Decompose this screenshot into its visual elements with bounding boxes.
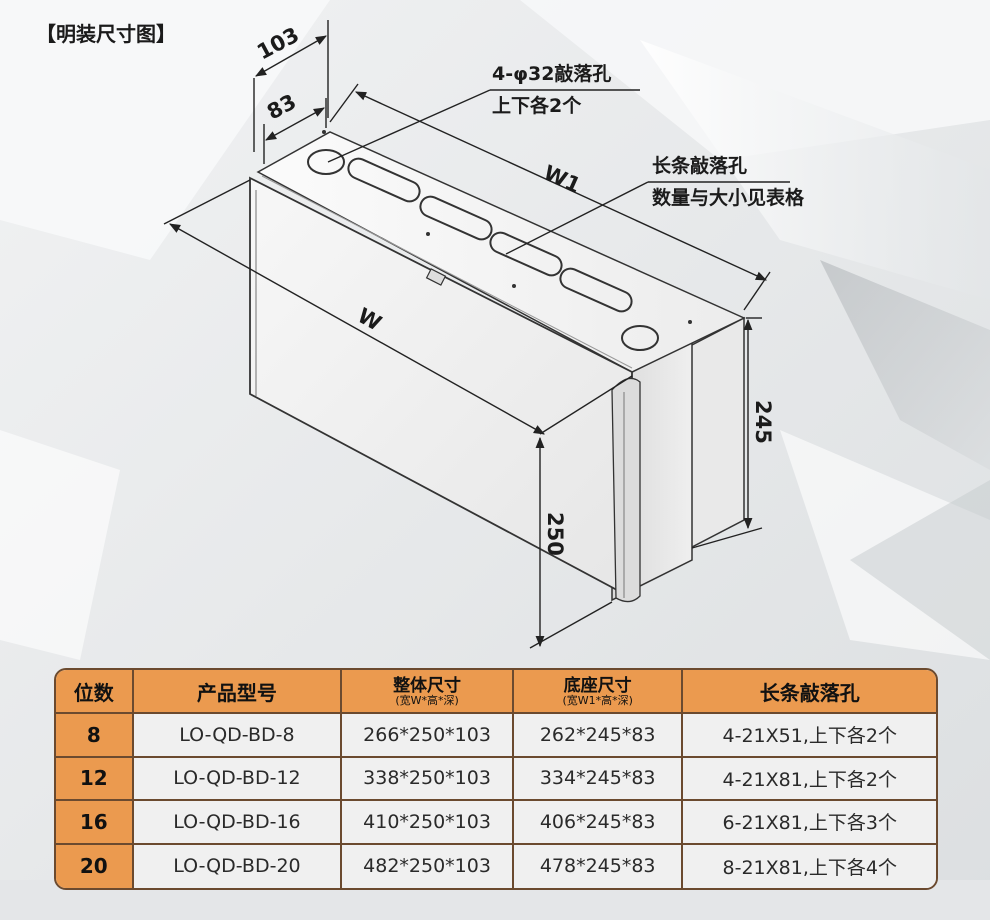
header-model: 产品型号: [133, 670, 343, 714]
cell-overall-size: 266*250*103: [342, 714, 514, 758]
dim-label-depth-base: 83: [263, 89, 300, 124]
cell-model: LO-QD-BD-12: [133, 757, 343, 801]
cell-positions: 8: [56, 714, 134, 758]
header-positions: 位数: [56, 670, 134, 714]
cell-base-size: 262*245*83: [513, 714, 684, 758]
round-knockout-left: [307, 149, 345, 175]
table-row: 20 LO-QD-BD-20 482*250*103 478*245*83 8-…: [56, 844, 936, 888]
callout-leader-round: [327, 89, 491, 163]
screw-dot: [512, 284, 516, 288]
callout-round-holes-line1: 4-φ32敲落孔: [492, 63, 612, 85]
callout-leader-slot: [505, 181, 649, 255]
cell-model: LO-QD-BD-16: [133, 801, 343, 845]
round-knockout-right: [621, 325, 659, 351]
header-base-main: 底座尺寸: [563, 675, 632, 696]
cell-slot-knockouts: 4-21X51,上下各2个: [683, 714, 936, 758]
cell-positions: 20: [56, 844, 134, 888]
header-base-sub: (宽W1*高*深): [562, 693, 633, 707]
cell-overall-size: 410*250*103: [342, 801, 514, 845]
cell-base-size: 478*245*83: [513, 844, 684, 888]
cell-slot-knockouts: 4-21X81,上下各2个: [683, 757, 936, 801]
dim-line-width-outer: [169, 223, 545, 435]
dim-label-width-base: W1: [540, 161, 584, 198]
cell-base-size: 406*245*83: [513, 801, 684, 845]
screw-dot: [688, 320, 692, 324]
callout-slot-holes-line1: 长条敲落孔: [652, 155, 748, 177]
callout-slot-holes: 长条敲落孔 数量与大小见表格: [652, 150, 804, 214]
page-title: 【明装尺寸图】: [36, 22, 176, 46]
header-base-size: 底座尺寸 (宽W1*高*深): [513, 670, 684, 714]
cell-overall-size: 338*250*103: [342, 757, 514, 801]
callout-slot-holes-line2: 数量与大小见表格: [652, 187, 805, 209]
spec-table: 位数 产品型号 整体尺寸 (宽W*高*深) 底座尺寸 (宽W1*高*深) 长条敲…: [54, 668, 938, 890]
cell-slot-knockouts: 8-21X81,上下各4个: [683, 844, 936, 888]
dimension-lines: [163, 20, 790, 649]
cell-model: LO-QD-BD-8: [133, 714, 343, 758]
callout-round-holes-line2: 上下各2个: [492, 95, 582, 117]
header-slot-knockouts: 长条敲落孔: [683, 670, 936, 714]
dim-line-depth-outer: [255, 35, 327, 77]
header-overall-sub: (宽W*高*深): [395, 693, 459, 707]
screw-dot: [426, 232, 430, 236]
dim-line-width-base: [354, 91, 768, 281]
table-row: 16 LO-QD-BD-16 410*250*103 406*245*83 6-…: [56, 801, 936, 845]
cell-base-size: 334*245*83: [513, 757, 684, 801]
cell-model: LO-QD-BD-20: [133, 844, 343, 888]
dim-line-depth-base: [265, 107, 325, 141]
cell-positions: 16: [56, 801, 134, 845]
table-header-row: 位数 产品型号 整体尺寸 (宽W*高*深) 底座尺寸 (宽W1*高*深) 长条敲…: [56, 670, 936, 714]
cell-overall-size: 482*250*103: [342, 844, 514, 888]
screw-dot: [322, 130, 326, 134]
cover-corner-round: [611, 377, 641, 603]
callout-round-holes: 4-φ32敲落孔 上下各2个: [492, 58, 611, 122]
header-overall-size: 整体尺寸 (宽W*高*深): [342, 670, 514, 714]
table-row: 8 LO-QD-BD-8 266*250*103 262*245*83 4-21…: [56, 714, 936, 758]
dim-label-height-outer: 250: [543, 512, 567, 556]
table-row: 12 LO-QD-BD-12 338*250*103 334*245*83 4-…: [56, 757, 936, 801]
dim-label-height-base: 245: [751, 400, 775, 444]
cell-positions: 12: [56, 757, 134, 801]
cell-slot-knockouts: 6-21X81,上下各3个: [683, 801, 936, 845]
dim-label-depth-outer: 103: [253, 23, 303, 65]
header-overall-main: 整体尺寸: [393, 675, 462, 696]
